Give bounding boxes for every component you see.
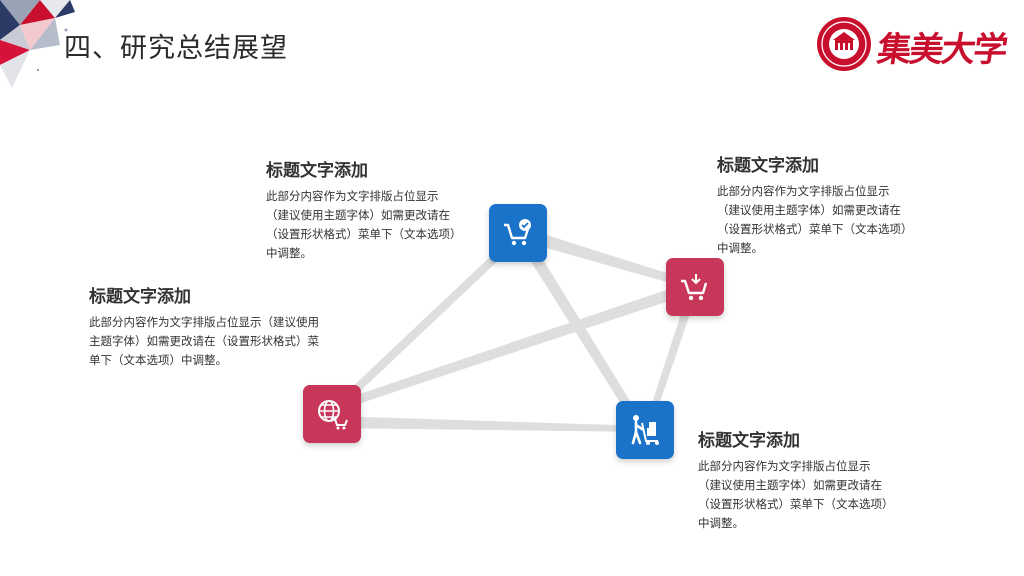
text-block-top: 标题文字添加 此部分内容作为文字排版占位显示 （建议使用主题字体）如需更改请在 … <box>266 156 462 263</box>
block-body: 此部分内容作为文字排版占位显示 （建议使用主题字体）如需更改请在 （设置形状格式… <box>266 189 462 260</box>
block-title: 标题文字添加 <box>717 156 819 176</box>
cart-check-icon <box>504 219 531 246</box>
globe-cart-icon <box>318 400 348 430</box>
node-top <box>489 204 547 262</box>
delivery-worker-icon <box>631 415 659 445</box>
text-block-bottom: 标题文字添加 此部分内容作为文字排版占位显示 （建议使用主题字体）如需更改请在 … <box>698 426 894 533</box>
university-seal-icon <box>817 17 871 71</box>
cart-download-icon <box>681 274 708 301</box>
text-block-right: 标题文字添加 此部分内容作为文字排版占位显示 （建议使用主题字体）如需更改请在 … <box>717 151 913 258</box>
block-body: 此部分内容作为文字排版占位显示 （建议使用主题字体）如需更改请在 （设置形状格式… <box>698 459 894 530</box>
block-title: 标题文字添加 <box>698 431 800 451</box>
text-block-left: 标题文字添加 此部分内容作为文字排版占位显示（建议使用 主题字体）如需更改请在（… <box>89 282 319 370</box>
node-bottom <box>616 401 674 459</box>
block-title: 标题文字添加 <box>89 287 191 307</box>
node-right <box>666 258 724 316</box>
node-left <box>303 385 361 443</box>
corner-decoration <box>0 0 75 88</box>
block-body: 此部分内容作为文字排版占位显示（建议使用 主题字体）如需更改请在（设置形状格式）… <box>89 315 319 367</box>
page-title: 四、研究总结展望 <box>64 33 288 64</box>
block-title: 标题文字添加 <box>266 161 368 181</box>
university-logo: 集美大学 <box>816 16 1016 74</box>
block-body: 此部分内容作为文字排版占位显示 （建议使用主题字体）如需更改请在 （设置形状格式… <box>717 184 913 255</box>
